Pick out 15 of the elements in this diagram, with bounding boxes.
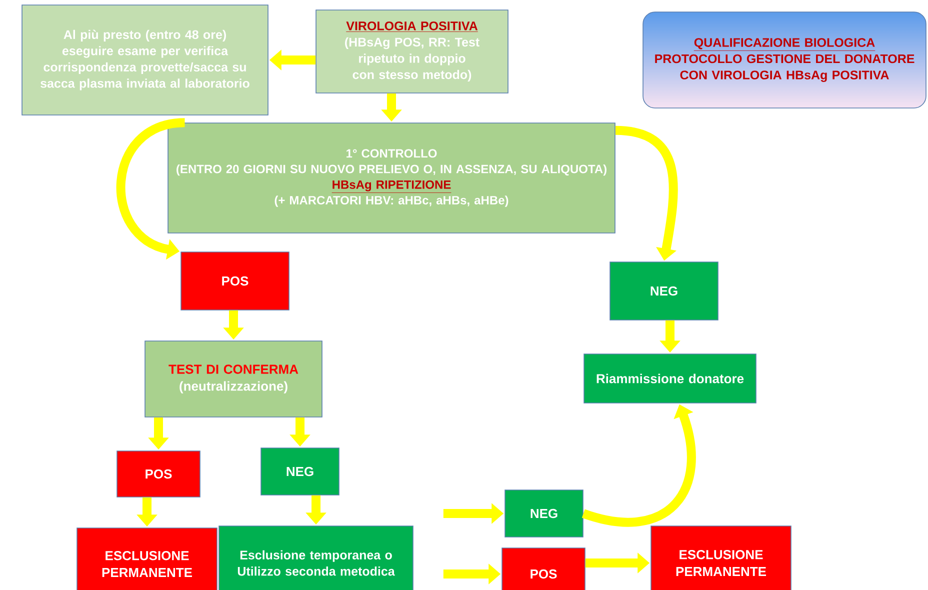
- negative-result-box: NEG: [504, 490, 584, 538]
- negative-result-box: Riammissione donatore: [584, 354, 756, 404]
- negative-result-box: Esclusione temporanea o Utilizzo seconda metodica: [218, 526, 414, 590]
- negative-result-box: NEG: [260, 448, 340, 496]
- title-box: QUALIFICAZIONE BIOLOGICA PROTOCOLLO GESTIONE DEL DONATORE CON VIROLOGIA HBsAg POSITIVA: [642, 12, 926, 108]
- positive-result-box: ESCLUSIONE PERMANENTE: [650, 526, 792, 590]
- note-box: Al più presto (entro 48 ore) eseguire esame per verifica corrispondenza provette/sacca su sacca plasma inviata al laboratorio: [22, 4, 268, 116]
- negative-result-box: NEG: [610, 262, 718, 320]
- positive-result-box: POS: [502, 548, 586, 590]
- positive-result-box: POS: [180, 252, 290, 310]
- process-box: TEST DI CONFERMA (neutralizzazione): [144, 340, 322, 418]
- positive-result-box: ESCLUSIONE PERMANENTE: [76, 528, 218, 590]
- positive-result-box: POS: [116, 450, 200, 498]
- note-box: VIROLOGIA POSITIVA (HBsAg POS, RR: Test ripetuto in doppio con stesso metodo): [316, 10, 508, 94]
- process-box: 1° CONTROLLO (ENTRO 20 GIORNI SU NUOVO PRELIEVO O, IN ASSENZA, SU ALIQUOTA) HBsAg RIPETIZIONE (+ MARCATORI HBV: aHBc, aHBs, aHBe): [168, 122, 616, 234]
